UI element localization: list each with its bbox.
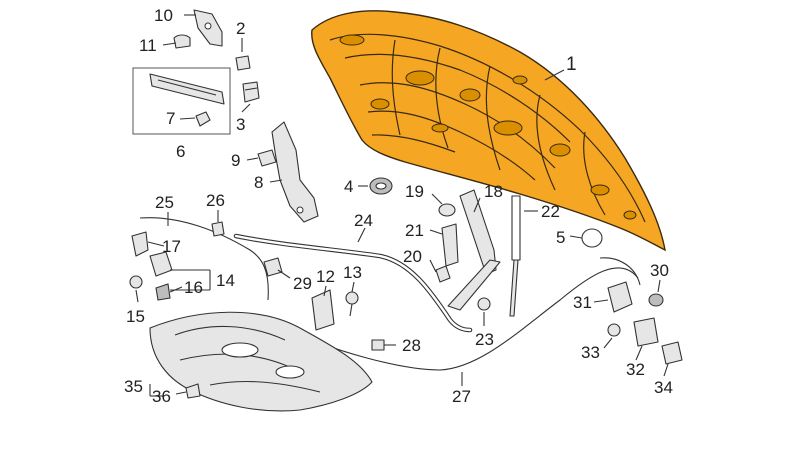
clip-36[interactable] bbox=[185, 383, 201, 399]
callout-28: 28 bbox=[402, 336, 421, 355]
grommet-4[interactable] bbox=[369, 177, 393, 195]
callout-25: 25 bbox=[155, 193, 174, 212]
seal-strip[interactable] bbox=[149, 73, 225, 105]
callout-24: 24 bbox=[354, 211, 373, 230]
bracket-12[interactable] bbox=[311, 289, 335, 331]
grommet-30[interactable] bbox=[648, 293, 664, 307]
callout-1: 1 bbox=[566, 54, 577, 75]
clip-26[interactable] bbox=[211, 221, 225, 237]
link-arm[interactable] bbox=[447, 259, 501, 311]
callout-14: 14 bbox=[216, 271, 235, 290]
release-cable-27[interactable] bbox=[289, 267, 639, 371]
bolt-15[interactable] bbox=[129, 275, 143, 289]
callout-35: 35 bbox=[124, 377, 143, 396]
callout-18: 18 bbox=[484, 182, 503, 201]
pin-20[interactable] bbox=[435, 265, 451, 283]
strut-22[interactable] bbox=[509, 195, 521, 317]
callout-10: 10 bbox=[154, 6, 173, 25]
callout-27: 27 bbox=[452, 387, 471, 406]
callout-23: 23 bbox=[475, 330, 494, 349]
callout-6: 6 bbox=[176, 142, 185, 161]
leader-lines bbox=[135, 14, 669, 397]
bracket-10[interactable] bbox=[193, 9, 223, 47]
callout-33: 33 bbox=[581, 343, 600, 362]
callout-9: 9 bbox=[231, 151, 240, 170]
callout-15: 15 bbox=[126, 307, 145, 326]
callout-13: 13 bbox=[343, 263, 362, 282]
bracket-19[interactable] bbox=[438, 203, 456, 217]
callout-19: 19 bbox=[405, 182, 424, 201]
callout-labels: 1 2 3 4 5 6 7 8 9 10 11 12 13 14 15 16 1… bbox=[124, 6, 673, 406]
callout-17: 17 bbox=[162, 237, 181, 256]
callout-5: 5 bbox=[556, 228, 565, 247]
bracket-32[interactable] bbox=[633, 317, 659, 347]
insulator-35[interactable] bbox=[149, 311, 373, 412]
callout-26: 26 bbox=[206, 191, 225, 210]
bolt-33[interactable] bbox=[607, 323, 621, 337]
callout-16: 16 bbox=[184, 278, 203, 297]
callout-34: 34 bbox=[654, 378, 673, 397]
callout-30: 30 bbox=[650, 261, 669, 280]
bolt-23[interactable] bbox=[477, 297, 491, 311]
callout-22: 22 bbox=[541, 202, 560, 221]
callout-12: 12 bbox=[316, 267, 335, 286]
connector-29[interactable] bbox=[263, 257, 283, 277]
clip-28[interactable] bbox=[371, 339, 385, 351]
bumper-9[interactable] bbox=[257, 149, 277, 167]
callout-32: 32 bbox=[626, 360, 645, 379]
callout-7: 7 bbox=[166, 109, 175, 128]
stop-3[interactable] bbox=[242, 81, 260, 103]
bumper-11[interactable] bbox=[173, 34, 191, 49]
hood-panel[interactable] bbox=[311, 10, 666, 252]
callout-4: 4 bbox=[344, 177, 353, 196]
handle-cable-24[interactable] bbox=[233, 233, 473, 333]
bolt-13[interactable] bbox=[345, 291, 359, 317]
cover-21[interactable] bbox=[441, 223, 459, 267]
callout-11: 11 bbox=[139, 36, 157, 55]
callout-3: 3 bbox=[236, 115, 245, 134]
callout-20: 20 bbox=[403, 247, 422, 266]
bumper-2[interactable] bbox=[235, 55, 251, 71]
callout-8: 8 bbox=[254, 173, 263, 192]
hinge-8[interactable] bbox=[271, 121, 319, 223]
part-6-kit-box bbox=[132, 67, 231, 135]
callout-2: 2 bbox=[236, 19, 245, 38]
clip-7[interactable] bbox=[195, 111, 211, 127]
callout-29: 29 bbox=[293, 274, 312, 293]
callout-21: 21 bbox=[405, 221, 424, 240]
handle-17[interactable] bbox=[131, 231, 149, 257]
callout-31: 31 bbox=[573, 293, 592, 312]
bracket-34[interactable] bbox=[661, 341, 683, 365]
latch-31[interactable] bbox=[607, 281, 633, 313]
bracket-16[interactable] bbox=[155, 283, 171, 301]
callout-36: 36 bbox=[152, 387, 171, 406]
release-cable-25[interactable] bbox=[139, 217, 269, 301]
plug-5[interactable] bbox=[581, 228, 603, 248]
bracket-18[interactable] bbox=[459, 189, 497, 275]
